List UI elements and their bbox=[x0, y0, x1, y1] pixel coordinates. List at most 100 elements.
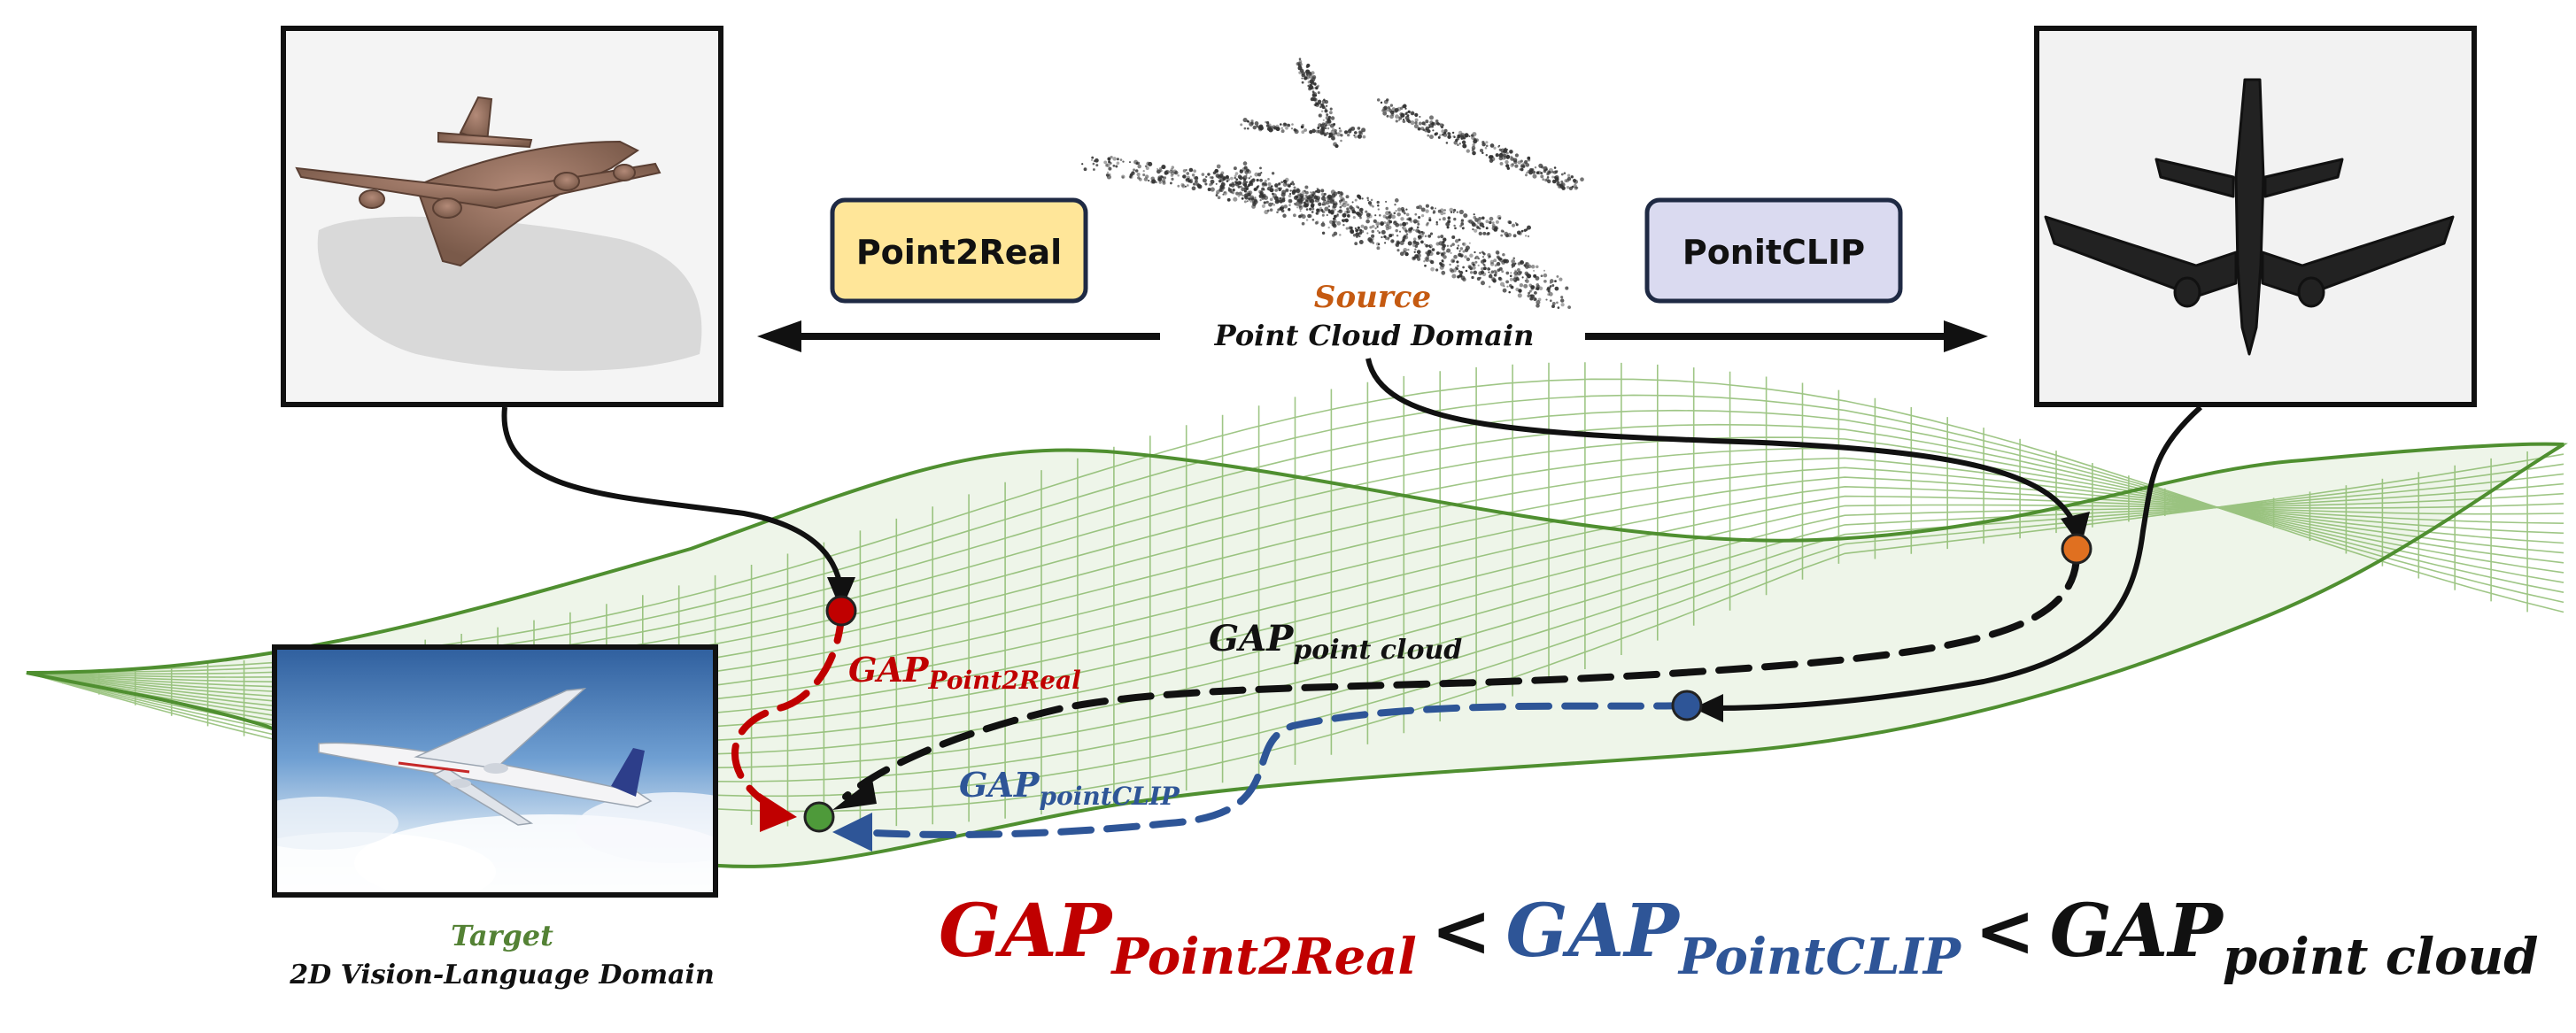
point-cloud-point bbox=[1453, 135, 1456, 139]
point-cloud-point bbox=[1379, 214, 1381, 217]
point-cloud-point bbox=[1293, 213, 1296, 218]
point-cloud-point bbox=[1288, 184, 1291, 188]
point-cloud-point bbox=[1429, 232, 1434, 235]
equation-op1: < bbox=[1431, 889, 1492, 974]
point-cloud-point bbox=[1159, 169, 1163, 173]
point-cloud-point bbox=[1235, 178, 1239, 181]
point-cloud-point bbox=[1171, 177, 1174, 181]
target-title: Target bbox=[451, 919, 553, 952]
point-cloud-point bbox=[1292, 191, 1296, 195]
point-cloud-point bbox=[1560, 303, 1565, 307]
point-cloud-point bbox=[1268, 202, 1273, 207]
point-cloud-point bbox=[1171, 166, 1175, 169]
point-cloud-point bbox=[1458, 250, 1461, 252]
point-cloud-point bbox=[1454, 239, 1459, 243]
point-cloud-point bbox=[1462, 266, 1465, 269]
point-cloud-point bbox=[1258, 189, 1262, 194]
point-cloud-point bbox=[1311, 211, 1314, 213]
point-cloud-point bbox=[1546, 172, 1550, 176]
point-cloud-point bbox=[1269, 197, 1273, 202]
point-cloud-point bbox=[1413, 220, 1417, 224]
point-cloud-point bbox=[1521, 276, 1524, 279]
point-cloud-point bbox=[1317, 123, 1322, 128]
point-cloud-point bbox=[1433, 210, 1436, 213]
point-cloud-point bbox=[1482, 231, 1487, 235]
point-cloud-point bbox=[1301, 77, 1303, 80]
point-cloud-point bbox=[1354, 131, 1358, 135]
point-cloud-point bbox=[1566, 176, 1572, 181]
point-cloud-point bbox=[1498, 144, 1501, 147]
point-cloud-point bbox=[1443, 237, 1447, 242]
point-cloud-point bbox=[1328, 123, 1331, 127]
point-cloud-point bbox=[1453, 254, 1458, 259]
point-cloud-point bbox=[1108, 166, 1112, 171]
point-cloud-point bbox=[1291, 123, 1294, 126]
point-cloud-point bbox=[1329, 209, 1334, 214]
point-cloud-point bbox=[1514, 164, 1519, 168]
point-cloud-point bbox=[1244, 170, 1249, 174]
point-cloud-point bbox=[1329, 199, 1334, 204]
point-cloud-point bbox=[1164, 170, 1169, 175]
point-cloud-point bbox=[1389, 104, 1394, 107]
point-cloud-point bbox=[1513, 160, 1518, 165]
target-domain-dot bbox=[803, 801, 835, 833]
point-cloud-point bbox=[1368, 212, 1372, 216]
point-cloud-point bbox=[1359, 216, 1362, 220]
point-cloud-point bbox=[1363, 226, 1368, 230]
point-cloud-point bbox=[1494, 271, 1498, 274]
point-cloud-point bbox=[1340, 193, 1343, 196]
point-cloud-point bbox=[1376, 200, 1380, 204]
point-cloud-point bbox=[1389, 114, 1394, 119]
point-cloud-point bbox=[1300, 195, 1303, 198]
point-cloud-point bbox=[1535, 298, 1537, 301]
point-cloud-point bbox=[1330, 135, 1335, 141]
point-cloud-point bbox=[1455, 138, 1458, 143]
point-cloud-point bbox=[1369, 204, 1373, 207]
point-cloud-point bbox=[1289, 199, 1292, 203]
point-cloud-point bbox=[1443, 128, 1448, 133]
point-cloud-point bbox=[1469, 253, 1474, 258]
point-cloud-point bbox=[1283, 204, 1288, 209]
point-cloud-point bbox=[1378, 231, 1381, 234]
point-cloud-point bbox=[1402, 221, 1407, 227]
point-cloud-point bbox=[1432, 209, 1435, 212]
point-cloud-point bbox=[1256, 186, 1259, 189]
point-cloud-point bbox=[1528, 291, 1530, 295]
point-cloud-point bbox=[1573, 179, 1579, 184]
point-cloud-point bbox=[1370, 198, 1373, 202]
point-cloud-point bbox=[1394, 220, 1396, 224]
point-cloud-point bbox=[1530, 294, 1536, 299]
point-cloud-point bbox=[1137, 176, 1141, 180]
point-cloud-point bbox=[1107, 157, 1111, 161]
point-cloud-point bbox=[1309, 207, 1312, 211]
point-cloud-point bbox=[1485, 144, 1489, 148]
point-cloud-point bbox=[1425, 119, 1429, 124]
point-cloud-point bbox=[1319, 105, 1322, 109]
point-cloud-point bbox=[1493, 258, 1497, 263]
point-cloud-point bbox=[1481, 256, 1485, 258]
point-cloud-point bbox=[1269, 208, 1273, 212]
point-cloud-point bbox=[1405, 233, 1409, 235]
point-cloud-point bbox=[1403, 235, 1407, 238]
point-cloud-point bbox=[1158, 181, 1162, 184]
point-cloud-point bbox=[1305, 190, 1309, 195]
point-cloud-point bbox=[1090, 158, 1094, 161]
point-cloud-point bbox=[1512, 277, 1518, 282]
point-cloud-point bbox=[1337, 211, 1340, 213]
point-cloud-point bbox=[1371, 225, 1375, 228]
point-cloud-point bbox=[1437, 135, 1441, 139]
point-cloud-point bbox=[1313, 97, 1318, 102]
point-cloud-point bbox=[1319, 103, 1324, 107]
point-cloud-point bbox=[1551, 305, 1555, 309]
point-cloud-point bbox=[1277, 182, 1281, 186]
point-cloud-point bbox=[1573, 183, 1577, 189]
point-cloud-point bbox=[1483, 264, 1486, 266]
point-cloud-point bbox=[1181, 184, 1186, 189]
point-cloud-point bbox=[1488, 274, 1493, 279]
point-cloud-point bbox=[1281, 198, 1286, 203]
point-cloud-point bbox=[1388, 211, 1391, 214]
point-cloud-point bbox=[1320, 222, 1326, 227]
point-cloud-point bbox=[1362, 135, 1366, 139]
point-cloud-point bbox=[1499, 161, 1504, 166]
point-cloud-point bbox=[1566, 186, 1570, 189]
